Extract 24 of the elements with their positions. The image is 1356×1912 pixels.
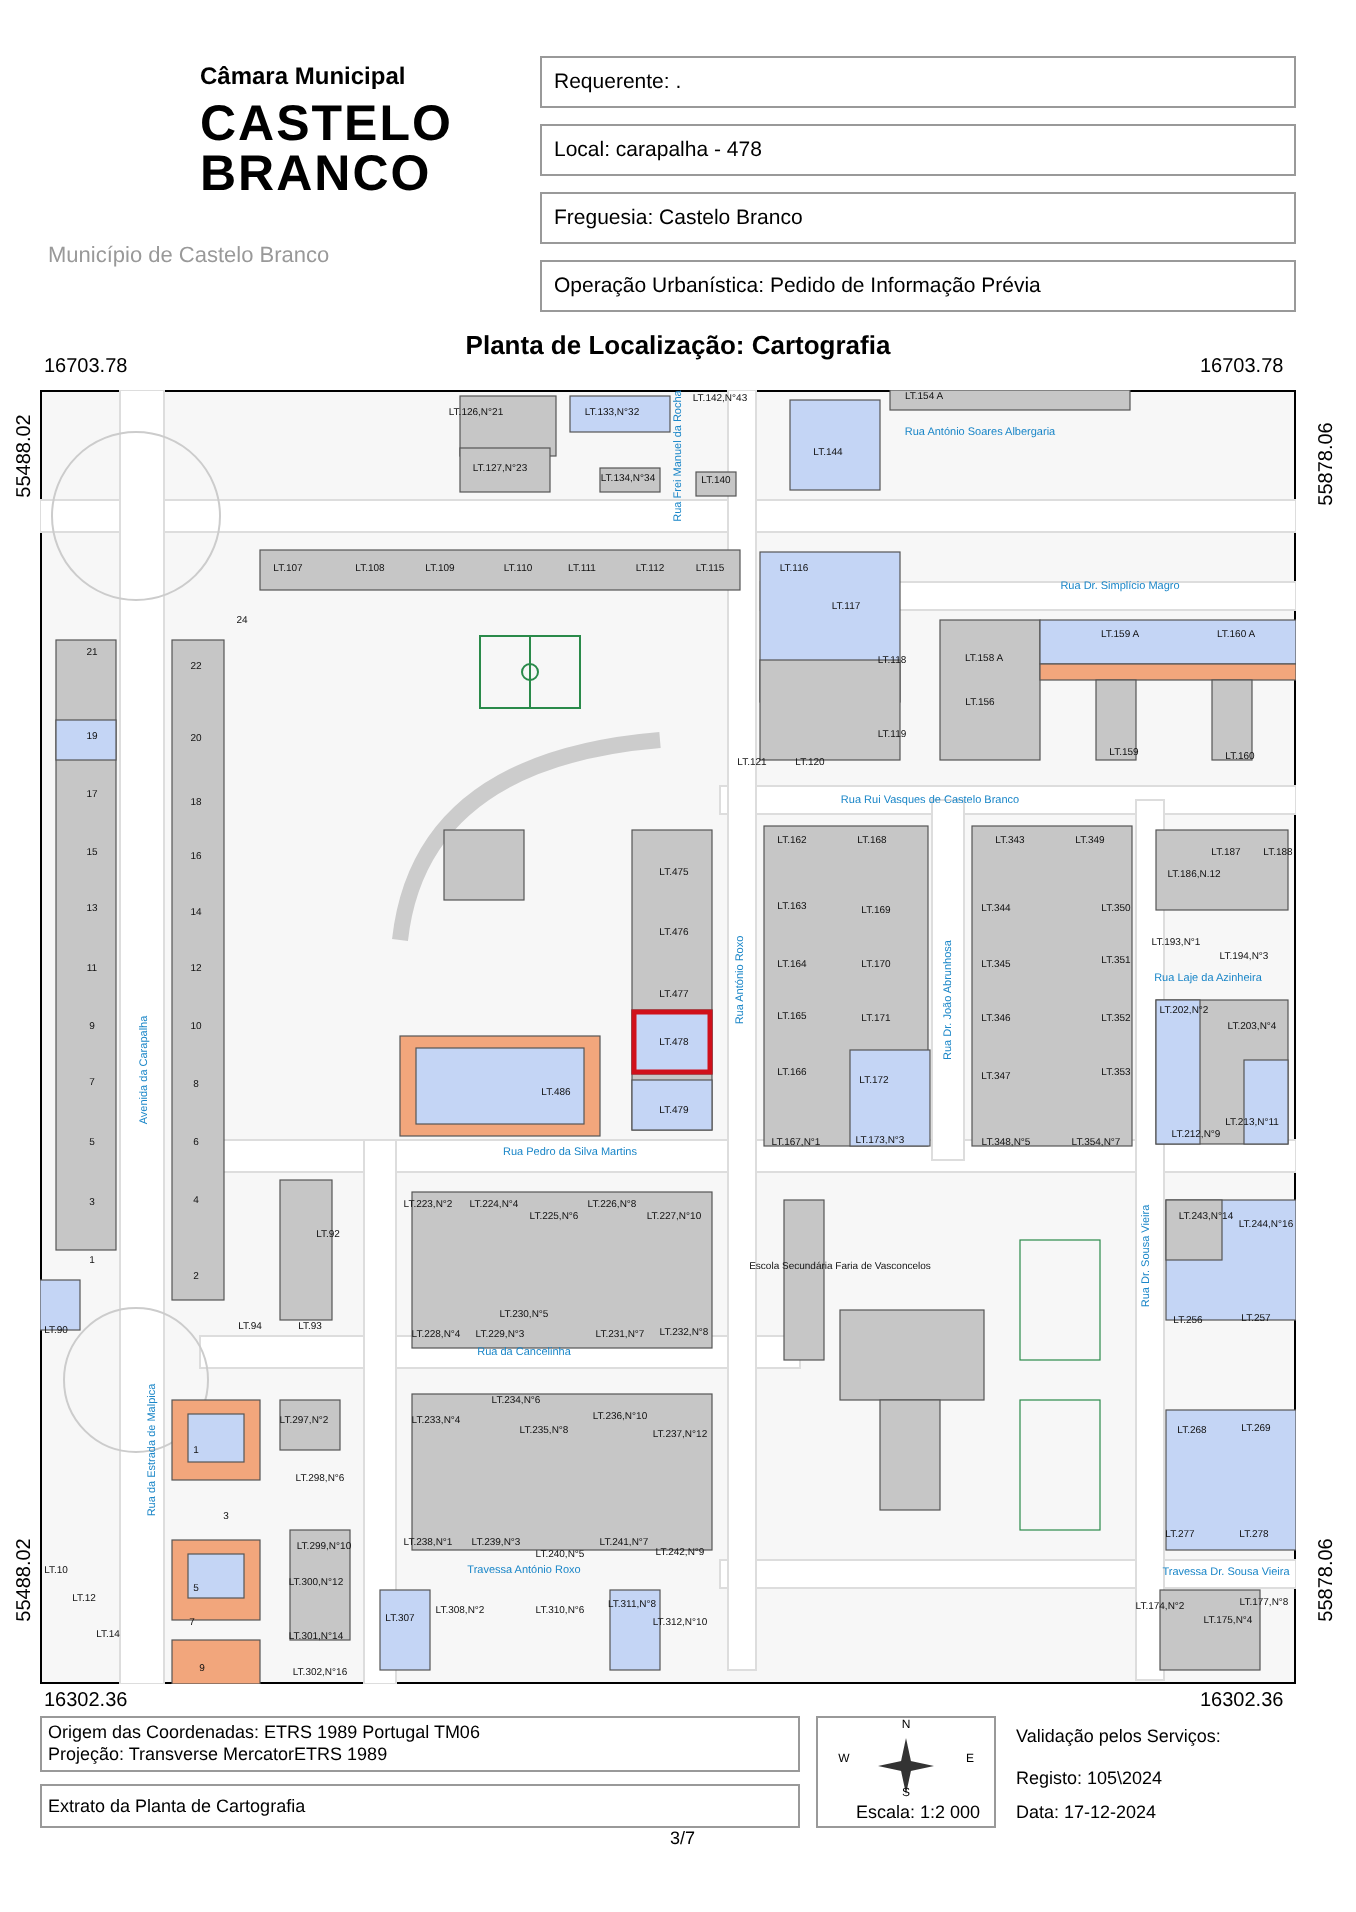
page-title: Planta de Localização: Cartografia	[463, 332, 893, 358]
footer-text: Projeção: Transverse MercatorETRS 1989	[48, 1746, 388, 1764]
council-name: CASTELO BRANCO	[200, 100, 455, 200]
footer-text: Escala: 1:2 000	[856, 1804, 981, 1822]
coordinate-label: 16302.36	[1200, 1692, 1284, 1712]
coordinate-label: 55488.02	[16, 1538, 36, 1622]
footer-text: Registo: 105\2024	[1016, 1770, 1163, 1788]
coordinate-label: 55878.06	[1318, 1538, 1338, 1622]
info-field: Requerente: .	[540, 56, 1296, 108]
municipality-name: Município de Castelo Branco	[48, 246, 330, 268]
coordinate-label: 16302.36	[44, 1692, 128, 1712]
footer-text: Extrato da Planta de Cartografia	[48, 1798, 306, 1816]
info-field: Operação Urbanística: Pedido de Informação Prévia	[540, 260, 1296, 312]
coordinate-label: 16703.78	[1200, 358, 1284, 378]
info-field: Freguesia: Castelo Branco	[540, 192, 1296, 244]
coordinate-label: 55878.06	[1318, 422, 1338, 506]
footer-text: Data: 17-12-2024	[1016, 1804, 1157, 1822]
footer-text: Origem das Coordenadas: ETRS 1989 Portugal TM06	[48, 1724, 480, 1742]
coordinate-label: 55488.02	[16, 414, 36, 498]
footer-text: 3/7	[670, 1830, 696, 1848]
footer-text: Validação pelos Serviços:	[1016, 1728, 1221, 1746]
coordinate-label: 16703.78	[44, 358, 128, 378]
council-name: Câmara Municipal	[200, 64, 406, 88]
info-field: Local: carapalha - 478	[540, 124, 1296, 176]
